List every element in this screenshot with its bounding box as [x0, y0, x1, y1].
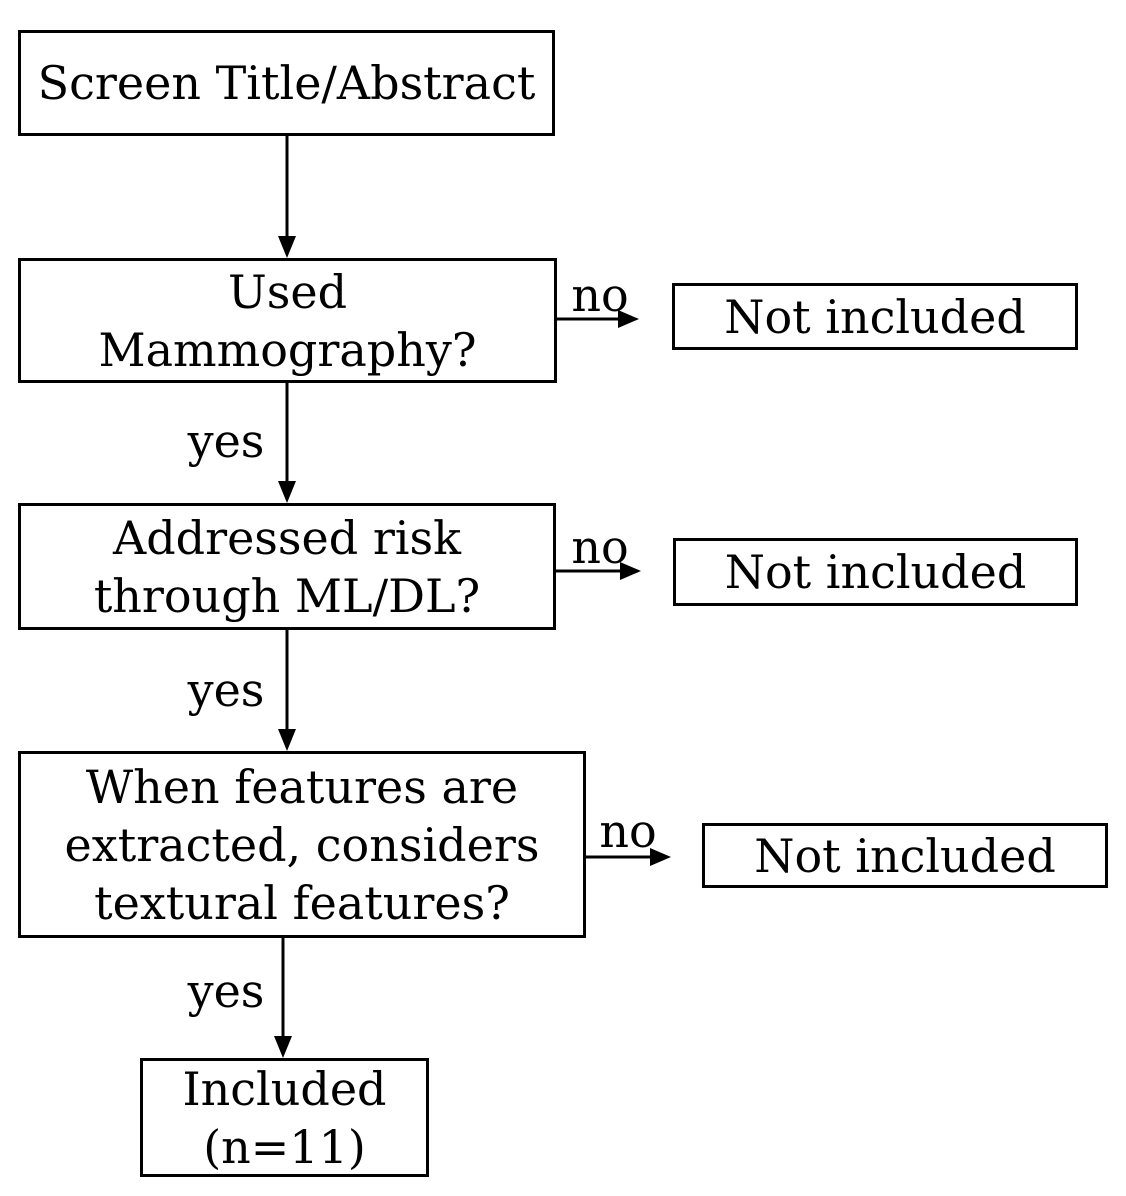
flowchart-node-used-mammography: Used Mammography?	[18, 258, 557, 383]
flowchart-node-not-included-1: Not included	[672, 283, 1078, 350]
edge-label-mldl-no: no	[571, 520, 629, 574]
flowchart-node-textural-features: When features are extracted, considers t…	[18, 751, 586, 938]
edge-label-mammography-no: no	[571, 268, 629, 322]
edge-label-textural-no: no	[599, 804, 657, 858]
flowchart-node-not-included-3: Not included	[702, 823, 1108, 888]
flowchart-node-included: Included (n=11)	[140, 1058, 429, 1177]
flowchart-node-not-included-2: Not included	[673, 538, 1078, 606]
flowchart-node-addressed-risk-ml-dl: Addressed risk through ML/DL?	[18, 503, 556, 630]
arrow-mammography-yes-down	[278, 383, 296, 503]
edge-label-textural-yes: yes	[187, 964, 265, 1018]
edge-label-mammography-yes: yes	[187, 414, 265, 468]
arrow-mldl-yes-down	[278, 630, 296, 751]
flowchart-node-screen-title-abstract: Screen Title/Abstract	[18, 30, 555, 136]
edge-label-mldl-yes: yes	[187, 663, 265, 717]
arrow-textural-yes-down	[274, 938, 292, 1058]
arrow-screen-to-mammography	[278, 135, 296, 258]
